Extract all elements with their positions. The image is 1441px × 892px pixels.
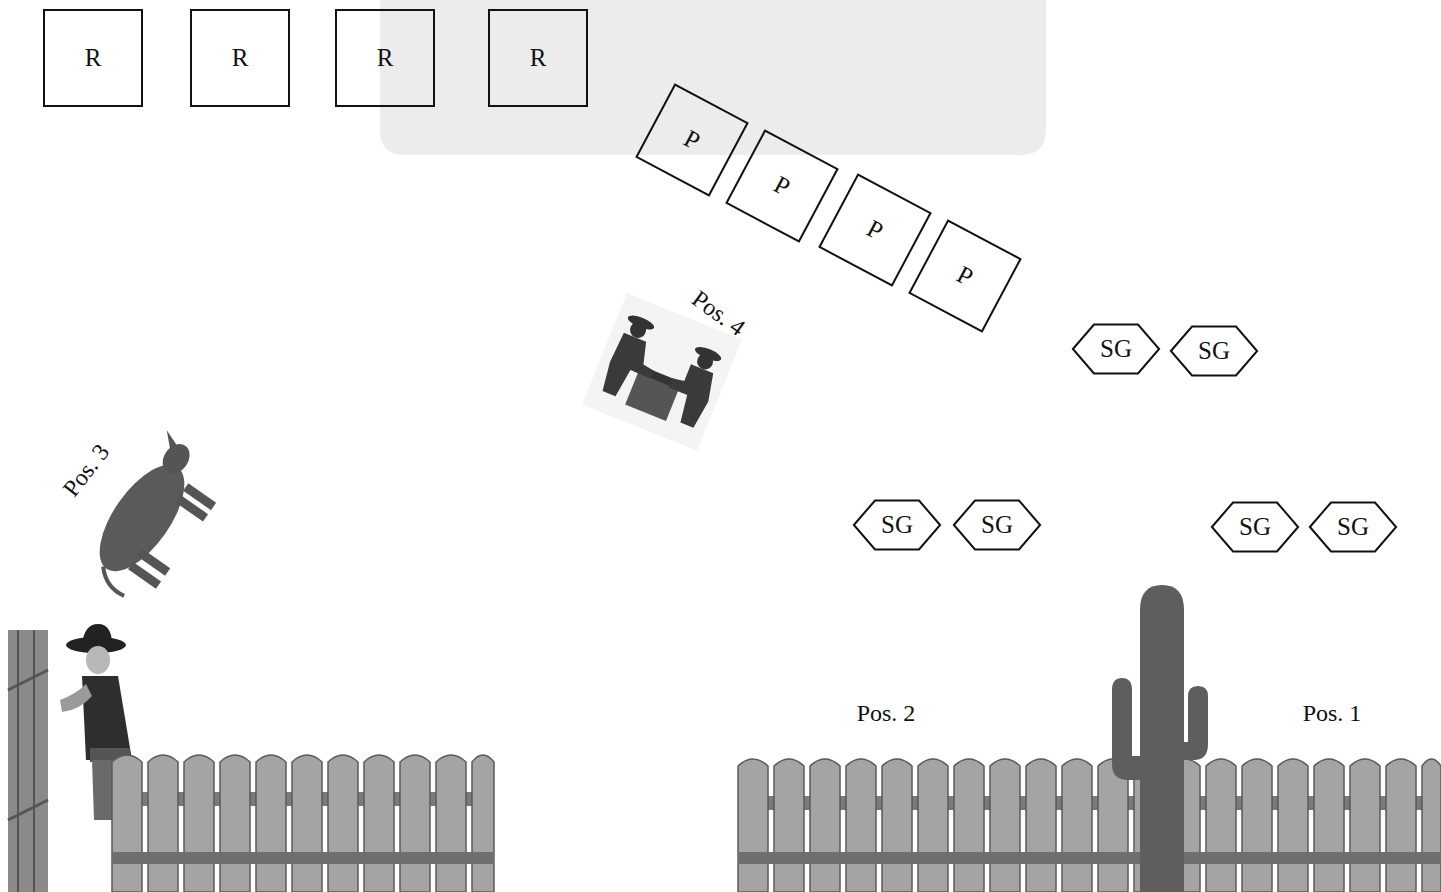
token-letter: P [679,124,704,155]
token-letter: R [530,44,547,72]
token-square: R [488,9,588,107]
token-letter: SG [1198,337,1230,365]
token-letter: SG [1239,513,1271,541]
token-square: R [190,9,290,107]
token-letter: R [377,44,394,72]
token-letter: P [952,260,977,291]
cactus-figure [1112,585,1208,892]
picket-fence [112,755,494,892]
token-hexagon: SG [1211,502,1299,552]
token-hexagon: SG [1072,324,1160,374]
position-label: Pos. 2 [857,700,916,727]
token-hexagon: SG [1170,326,1258,376]
token-letter: R [232,44,249,72]
token-letter: P [769,170,794,201]
token-letter: SG [1100,335,1132,363]
token-letter: P [862,214,887,245]
token-square: P [908,219,1022,333]
token-hexagon: SG [1309,502,1397,552]
token-letter: SG [881,511,913,539]
token-hexagon: SG [853,500,941,550]
picket-fence [738,759,1441,892]
token-square: R [335,9,435,107]
token-letter: R [85,44,102,72]
fence-post [8,630,48,892]
token-letter: SG [1337,513,1369,541]
position-label: Pos. 3 [57,439,114,502]
token-square: R [43,9,143,107]
token-letter: SG [981,511,1013,539]
position-label: Pos. 1 [1303,700,1362,727]
ground-panel [380,0,1046,155]
token-square: P [818,173,932,287]
token-hexagon: SG [953,500,1041,550]
